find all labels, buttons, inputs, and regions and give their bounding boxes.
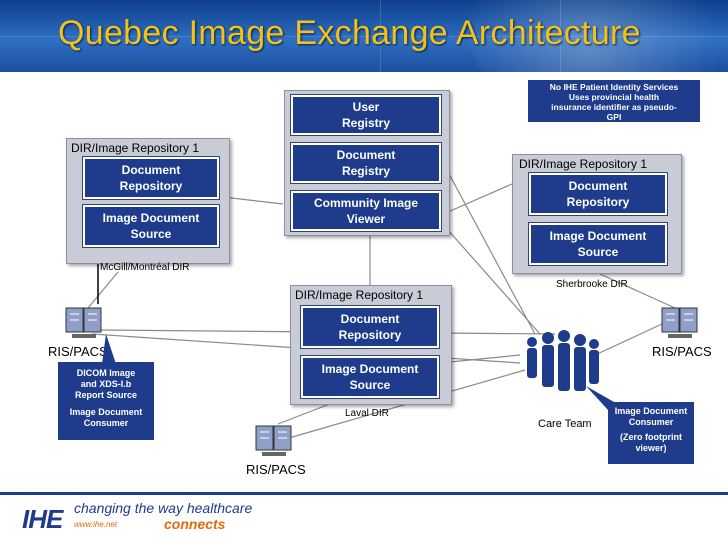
repository-panel-mcgill: DIR/Image Repository 1 Document Reposito…: [66, 138, 230, 264]
footer-website[interactable]: www.ihe.net: [74, 520, 118, 529]
repository-title: DIR/Image Repository 1: [519, 157, 648, 171]
rispacs-label-bottom: RIS/PACS: [246, 462, 306, 477]
document-repository-box[interactable]: Document Repository: [82, 156, 220, 200]
rispacs-label-left: RIS/PACS: [48, 344, 108, 359]
callout-left-line1: DICOM Image and XDS-I.b Report Source: [74, 368, 137, 400]
link-laval-careteam: [449, 354, 521, 363]
callout-right-line2: (Zero footprint viewer): [620, 432, 682, 453]
workstation-icon[interactable]: [660, 304, 700, 349]
link-rispacs-careteam: [274, 369, 526, 443]
workstation-icon[interactable]: [254, 422, 294, 467]
page-title: Quebec Image Exchange Architecture: [58, 14, 641, 52]
community-viewer-label: Community Image Viewer: [313, 196, 418, 226]
user-registry-label: User Registry: [341, 100, 391, 130]
link-central-careteam: [447, 171, 536, 335]
footer: IHE changing the way healthcare connects…: [0, 492, 728, 546]
callout-right: Image Document Consumer (Zero footprint …: [608, 402, 694, 464]
footer-divider: [0, 492, 728, 495]
rispacs-label-right: RIS/PACS: [652, 344, 712, 359]
pis-note-text: No IHE Patient Identity Services Uses pr…: [549, 82, 679, 122]
callout-pointer: [102, 334, 116, 364]
people-icon[interactable]: [520, 328, 604, 413]
repository-title: DIR/Image Repository 1: [71, 141, 200, 155]
sherbrooke-caption: Sherbrooke DIR: [556, 279, 628, 290]
image-document-source-label: Image Document Source: [321, 362, 419, 392]
mcgill-caption: McGill/Montréal DIR: [100, 262, 190, 273]
link-central-careteam-2: [447, 229, 541, 335]
community-viewer-box[interactable]: Community Image Viewer: [290, 190, 442, 232]
repository-panel-laval: DIR/Image Repository 1 Document Reposito…: [290, 285, 452, 405]
callout-pointer: [586, 386, 614, 410]
link-central-sherbrooke: [447, 183, 513, 213]
document-registry-label: Document Registry: [336, 148, 396, 178]
workstation-icon[interactable]: [64, 304, 104, 349]
care-team-label: Care Team: [538, 418, 592, 430]
ihe-logo[interactable]: IHE: [22, 504, 63, 534]
image-document-source-label: Image Document Source: [549, 229, 647, 259]
banner-gridline: [0, 36, 728, 37]
document-repository-label: Document Repository: [566, 179, 630, 209]
document-repository-label: Document Repository: [338, 312, 402, 342]
header-banner: Quebec Image Exchange Architecture: [0, 0, 728, 72]
document-repository-box[interactable]: Document Repository: [528, 172, 668, 216]
footer-tagline-connects: connects: [164, 516, 226, 532]
callout-left-line2: Image Document Consumer: [69, 407, 143, 428]
document-repository-label: Document Repository: [119, 163, 183, 193]
repository-title: DIR/Image Repository 1: [295, 288, 424, 302]
banner-gridline: [560, 0, 561, 72]
central-registry-panel: User Registry Document Registry Communit…: [284, 90, 450, 236]
pis-note: No IHE Patient Identity Services Uses pr…: [528, 80, 700, 122]
document-repository-box[interactable]: Document Repository: [300, 305, 440, 349]
image-document-source-box[interactable]: Image Document Source: [82, 204, 220, 248]
link-sherbrooke-rispacs: [599, 273, 676, 309]
laval-caption: Laval DIR: [345, 408, 389, 419]
user-registry-box[interactable]: User Registry: [290, 94, 442, 136]
image-document-source-box[interactable]: Image Document Source: [300, 355, 440, 399]
footer-tagline: changing the way healthcare: [74, 500, 253, 516]
image-document-source-box[interactable]: Image Document Source: [528, 222, 668, 266]
document-registry-box[interactable]: Document Registry: [290, 142, 442, 184]
repository-panel-sherbrooke: DIR/Image Repository 1 Document Reposito…: [512, 154, 682, 274]
callout-left: DICOM Image and XDS-I.b Report Source Im…: [58, 362, 154, 440]
globe-graphic: [468, 0, 728, 72]
image-document-source-label: Image Document Source: [102, 211, 200, 241]
link-mcgill-rispacs: [87, 271, 119, 309]
callout-right-line1: Image Document Consumer: [614, 406, 688, 427]
architecture-diagram: User Registry Document Registry Communit…: [0, 72, 728, 546]
banner-gridline: [380, 0, 381, 72]
